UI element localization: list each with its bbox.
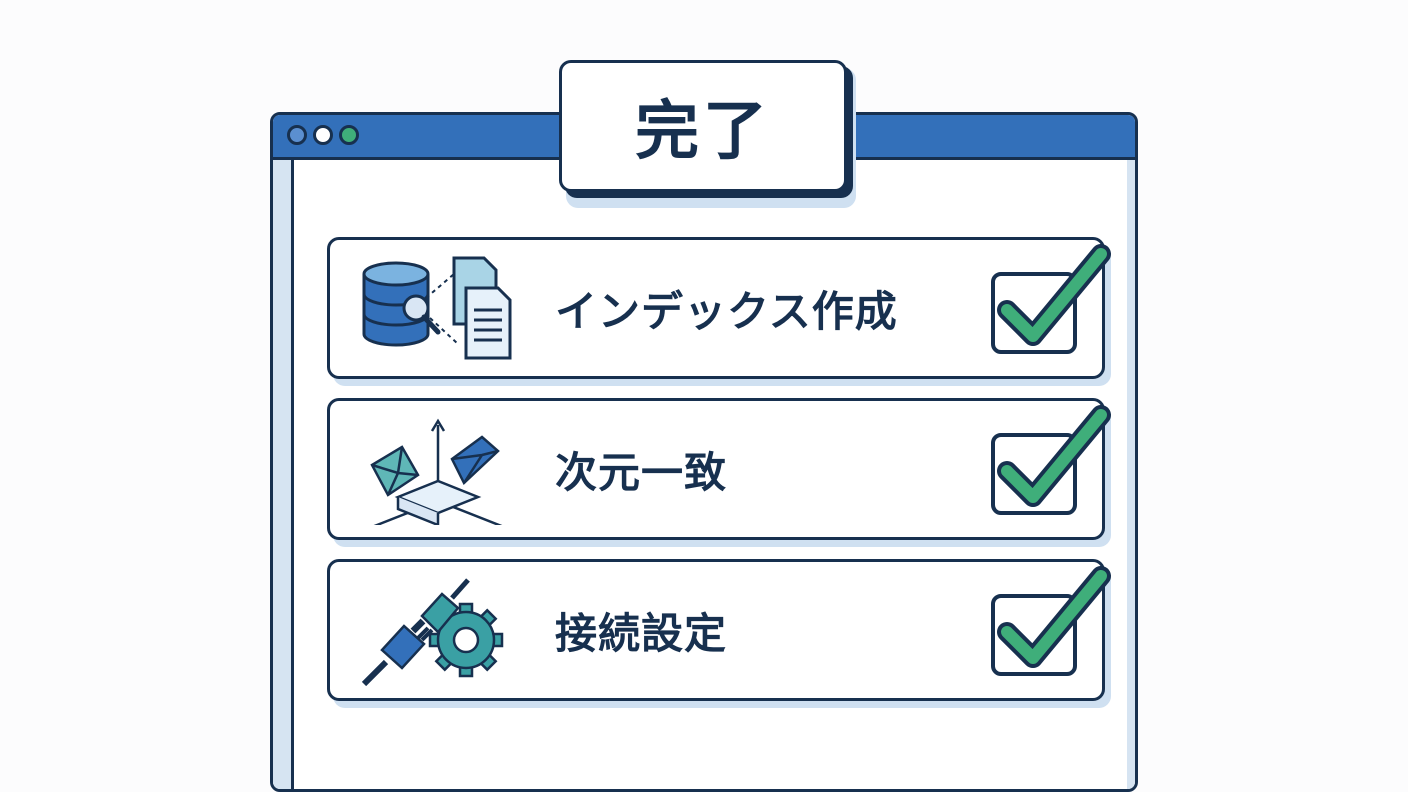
task-label: 接続設定	[555, 608, 728, 658]
task-card-connection: 接続設定	[327, 559, 1111, 701]
task-card-indexing: インデックス作成	[327, 237, 1111, 379]
plug-gear-icon	[361, 578, 504, 686]
task-label: 次元一致	[555, 447, 728, 497]
title-badge: 完了	[559, 60, 847, 192]
window-left-strip	[273, 160, 294, 789]
window-dot-3-icon[interactable]	[339, 125, 359, 145]
task-card-dimension: 次元一致	[327, 398, 1111, 540]
task-label: インデックス作成	[555, 286, 898, 336]
window-dot-1-icon[interactable]	[287, 125, 307, 145]
checkbox-checked-icon[interactable]	[985, 562, 1115, 698]
page-title: 完了	[635, 95, 771, 169]
window-right-strip	[1127, 160, 1135, 789]
database-documents-icon	[362, 256, 512, 360]
checkbox-checked-icon[interactable]	[985, 240, 1115, 376]
window-dot-2-icon[interactable]	[313, 125, 333, 145]
checkbox-checked-icon[interactable]	[985, 401, 1115, 537]
dimension-match-icon	[370, 418, 503, 525]
